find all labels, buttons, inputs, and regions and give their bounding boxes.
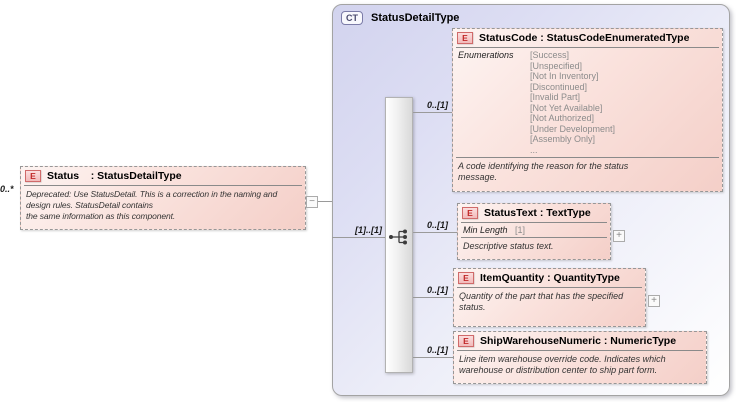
complex-type-title: StatusDetailType bbox=[371, 12, 460, 24]
connector-line bbox=[318, 201, 332, 202]
element-header: E ItemQuantity : QuantityType bbox=[454, 269, 645, 286]
element-badge-icon: E bbox=[457, 32, 473, 44]
enumeration-list: [Success][Unspecified][Not In Inventory]… bbox=[530, 50, 615, 155]
element-box-itemquantity[interactable]: E ItemQuantity : QuantityType Quantity o… bbox=[453, 268, 646, 327]
divider bbox=[24, 185, 302, 186]
child-cardinality-label: 0..[1] bbox=[426, 100, 448, 110]
child-cardinality-label: 0..[1] bbox=[426, 345, 448, 355]
element-title: Status : StatusDetailType bbox=[47, 170, 182, 182]
connector-line bbox=[413, 297, 453, 298]
element-box-status[interactable]: E Status : StatusDetailType Deprecated: … bbox=[20, 166, 306, 230]
divider bbox=[456, 47, 719, 48]
element-badge-icon: E bbox=[462, 207, 478, 219]
expand-toggle[interactable]: + bbox=[613, 230, 625, 242]
divider bbox=[457, 350, 703, 351]
sequence-icon bbox=[389, 229, 407, 245]
connector-line bbox=[332, 237, 387, 238]
connector-line bbox=[413, 232, 457, 233]
sequence-compositor-bar[interactable] bbox=[385, 97, 413, 373]
connector-line bbox=[413, 357, 453, 358]
enumeration-value: [Not Authorized] bbox=[530, 113, 595, 123]
enumeration-value: [Not Yet Available] bbox=[530, 102, 603, 113]
complex-type-badge: CT bbox=[341, 11, 363, 25]
element-box-shipwarehousenumeric[interactable]: E ShipWarehouseNumeric : NumericType Lin… bbox=[453, 331, 707, 384]
element-header: E Status : StatusDetailType bbox=[21, 167, 305, 184]
complex-type-header: CT StatusDetailType bbox=[341, 11, 459, 25]
connector-line bbox=[413, 112, 452, 113]
element-header: E StatusText : TextType bbox=[458, 204, 610, 221]
root-cardinality-label: 0..* bbox=[0, 184, 14, 194]
element-title: StatusText : TextType bbox=[484, 207, 591, 219]
enumeration-value: [Discontinued] bbox=[530, 81, 588, 92]
divider bbox=[461, 237, 607, 238]
facet-row: Enumerations [Success][Unspecified][Not … bbox=[453, 49, 722, 156]
element-title: StatusCode : StatusCodeEnumeratedType bbox=[479, 32, 690, 44]
element-badge-icon: E bbox=[458, 272, 474, 284]
child-cardinality-label: 0..[1] bbox=[426, 220, 448, 230]
element-annotation: A code identifying the reason for the st… bbox=[458, 161, 629, 182]
divider bbox=[461, 222, 607, 223]
enumeration-value: ... bbox=[530, 144, 538, 155]
facet-name: Min Length bbox=[463, 225, 508, 235]
element-box-statuscode[interactable]: E StatusCode : StatusCodeEnumeratedType … bbox=[452, 28, 723, 192]
expand-toggle[interactable]: + bbox=[648, 295, 660, 307]
enumeration-value: [Unspecified] bbox=[530, 60, 583, 71]
element-annotation: Descriptive status text. bbox=[463, 241, 554, 251]
element-annotation: Deprecated: Use StatusDetail. This is a … bbox=[26, 189, 278, 221]
element-header: E StatusCode : StatusCodeEnumeratedType bbox=[453, 29, 722, 46]
child-cardinality-label: 0..[1] bbox=[426, 285, 448, 295]
element-title: ItemQuantity : QuantityType bbox=[480, 272, 620, 284]
element-title: ShipWarehouseNumeric : NumericType bbox=[480, 335, 677, 347]
enumeration-value: [Success] bbox=[530, 50, 570, 60]
element-badge-icon: E bbox=[25, 170, 41, 182]
element-header: E ShipWarehouseNumeric : NumericType bbox=[454, 332, 706, 349]
collapse-toggle[interactable]: − bbox=[306, 196, 318, 208]
divider bbox=[456, 157, 719, 158]
enumeration-value: [Not In Inventory] bbox=[530, 71, 599, 81]
facet-row: Min Length [1] bbox=[458, 224, 610, 236]
enumeration-value: [Under Development] bbox=[530, 123, 616, 134]
enumeration-value: [Invalid Part] bbox=[530, 92, 581, 102]
element-annotation: Quantity of the part that has the specif… bbox=[459, 291, 624, 312]
facet-value: [1] bbox=[515, 225, 526, 235]
divider bbox=[457, 287, 642, 288]
enumeration-value: [Assembly Only] bbox=[530, 134, 596, 144]
element-annotation: Line item warehouse override code. Indic… bbox=[459, 354, 666, 375]
compositor-cardinality-label: [1]..[1] bbox=[355, 225, 382, 235]
element-box-statustext[interactable]: E StatusText : TextType Min Length [1] D… bbox=[457, 203, 611, 260]
facet-name: Enumerations bbox=[458, 50, 514, 60]
element-badge-icon: E bbox=[458, 335, 474, 347]
